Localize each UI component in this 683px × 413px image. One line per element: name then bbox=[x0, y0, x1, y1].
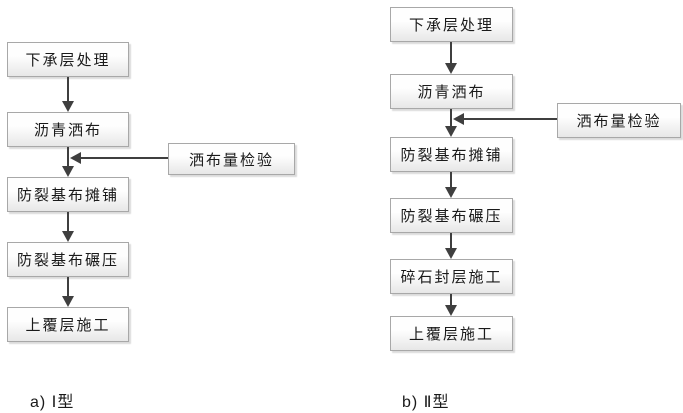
arrow-down-line bbox=[67, 212, 69, 233]
step-box: 下承层处理 bbox=[7, 42, 129, 77]
arrow-down-line bbox=[450, 294, 452, 307]
step-box: 防裂基布摊铺 bbox=[390, 137, 513, 172]
step-box: 碎石封层施工 bbox=[390, 259, 513, 294]
arrow-down-line bbox=[450, 172, 452, 189]
arrow-down-icon bbox=[445, 126, 457, 137]
caption-type-1: a) Ⅰ型 bbox=[30, 394, 75, 411]
arrow-down-line bbox=[450, 109, 452, 128]
side-check-box: 洒布量检验 bbox=[557, 103, 681, 138]
side-check-box: 洒布量检验 bbox=[168, 143, 295, 175]
arrow-down-icon bbox=[62, 101, 74, 112]
arrow-down-line bbox=[450, 42, 452, 65]
caption-type-2: b) Ⅱ型 bbox=[402, 394, 450, 411]
arrow-down-line bbox=[450, 233, 452, 250]
step-box: 防裂基布摊铺 bbox=[7, 177, 129, 212]
step-box: 下承层处理 bbox=[390, 7, 513, 42]
step-box: 沥青洒布 bbox=[390, 74, 513, 109]
arrow-down-icon bbox=[62, 166, 74, 177]
arrow-down-icon bbox=[445, 187, 457, 198]
arrow-left-icon bbox=[453, 113, 464, 125]
side-check-connector-line bbox=[464, 118, 557, 120]
arrow-down-line bbox=[67, 277, 69, 298]
arrow-left-icon bbox=[70, 152, 81, 164]
arrow-down-line bbox=[67, 147, 69, 168]
arrow-down-icon bbox=[62, 296, 74, 307]
arrow-down-icon bbox=[62, 231, 74, 242]
arrow-down-line bbox=[67, 77, 69, 103]
arrow-down-icon bbox=[445, 305, 457, 316]
step-box: 防裂基布碾压 bbox=[390, 198, 513, 233]
step-box: 防裂基布碾压 bbox=[7, 242, 129, 277]
side-check-connector-line bbox=[81, 157, 168, 159]
arrow-down-icon bbox=[445, 63, 457, 74]
step-box: 上覆层施工 bbox=[390, 316, 513, 351]
step-box: 沥青洒布 bbox=[7, 112, 129, 147]
arrow-down-icon bbox=[445, 248, 457, 259]
step-box: 上覆层施工 bbox=[7, 307, 129, 342]
